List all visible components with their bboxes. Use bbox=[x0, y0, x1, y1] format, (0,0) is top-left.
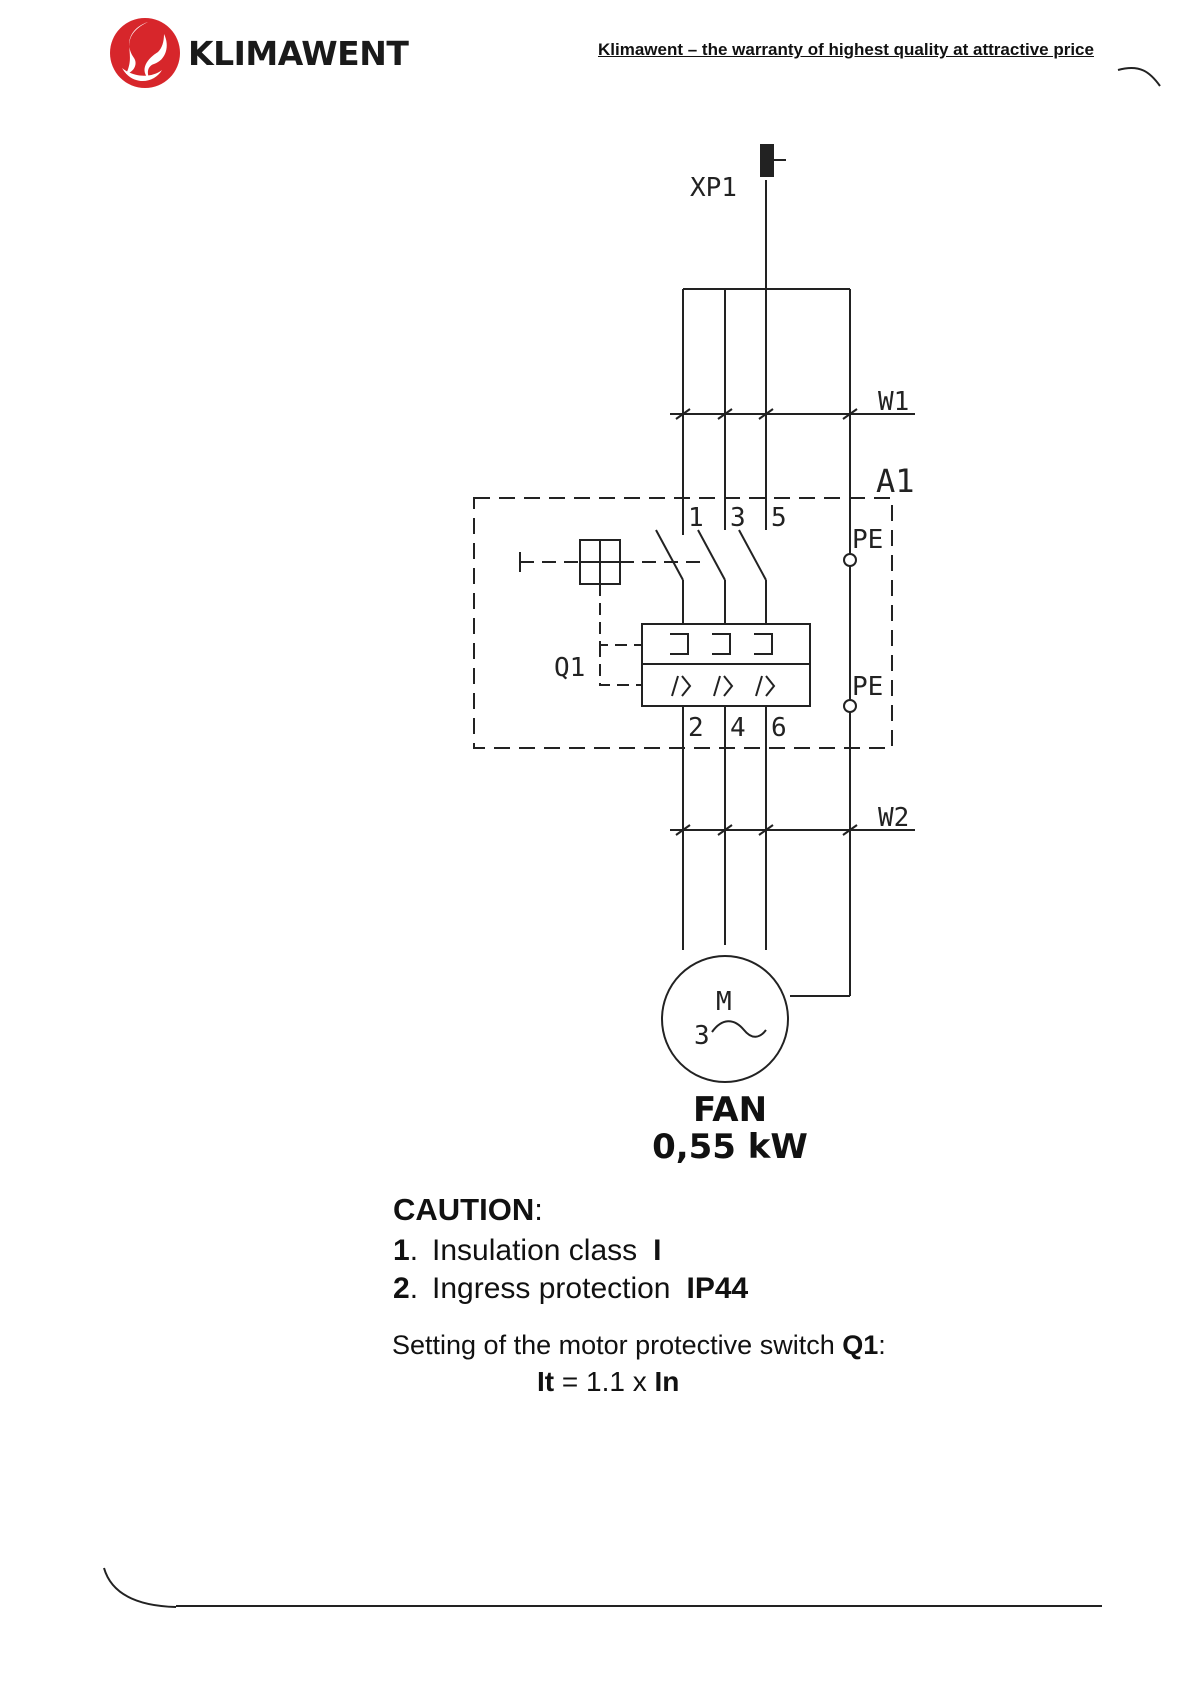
terminal-2: 2 bbox=[688, 713, 704, 743]
label-w2: W2 bbox=[878, 803, 909, 833]
fan-title: FAN bbox=[600, 1092, 860, 1129]
label-pe-bottom: PE bbox=[852, 672, 883, 702]
terminal-5: 5 bbox=[771, 503, 787, 533]
motor-letter: M bbox=[716, 987, 732, 1017]
label-a1: A1 bbox=[876, 462, 915, 500]
label-q1: Q1 bbox=[554, 653, 585, 683]
setting-formula: It = 1.1 x In bbox=[537, 1366, 679, 1398]
fan-label: FAN 0,55 kW bbox=[600, 1092, 860, 1166]
terminal-4: 4 bbox=[730, 713, 746, 743]
terminal-6: 6 bbox=[771, 713, 787, 743]
label-pe-top: PE bbox=[852, 525, 883, 555]
caution-title: CAUTION: bbox=[393, 1192, 748, 1228]
setting-note: Setting of the motor protective switch Q… bbox=[392, 1330, 886, 1361]
footer-curve bbox=[104, 1568, 176, 1607]
terminal-1: 1 bbox=[688, 503, 704, 533]
fan-power: 0,55 kW bbox=[600, 1129, 860, 1166]
label-w1: W1 bbox=[878, 387, 909, 417]
motor-phase: 3 bbox=[694, 1021, 710, 1051]
terminal-3: 3 bbox=[730, 503, 746, 533]
header-curve bbox=[1118, 68, 1160, 86]
label-xp1: XP1 bbox=[690, 173, 737, 203]
plug-icon bbox=[760, 144, 774, 177]
motor-symbol bbox=[662, 956, 788, 1082]
